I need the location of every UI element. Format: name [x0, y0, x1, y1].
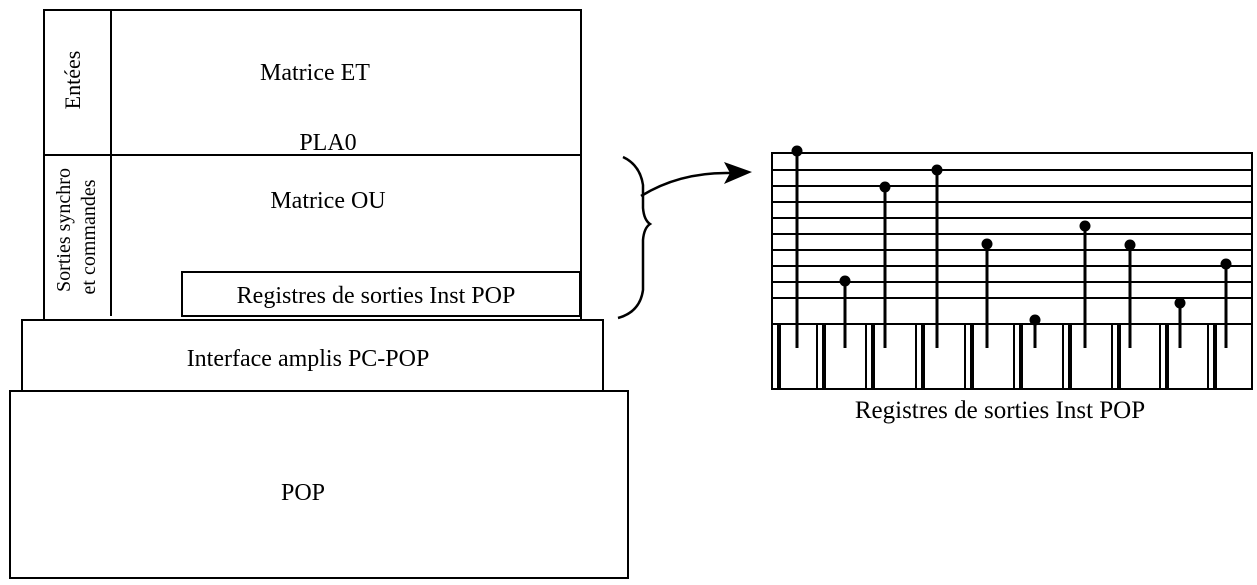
matrice-ou-label: Matrice OU	[270, 188, 385, 214]
matrice-et-label: Matrice ET	[260, 60, 370, 86]
or-matrix-detail: Registres de sorties Inst POP	[771, 145, 1253, 424]
interface-label: Interface amplis PC-POP	[187, 346, 430, 372]
curved-arrow	[640, 171, 731, 198]
pla-body-box	[43, 9, 582, 321]
connection-dot-8	[1124, 239, 1136, 251]
connection-dot-4	[931, 164, 943, 176]
entrees-label: Entées	[60, 51, 85, 110]
pop-box	[9, 390, 629, 579]
register-cells	[771, 323, 1253, 390]
pla-stack: Entées Sorties synchro et commandes Matr…	[9, 9, 629, 579]
pop-label: POP	[281, 480, 325, 506]
connection-dot-9	[1174, 297, 1186, 309]
connection-dot-5	[981, 238, 993, 250]
connection-dot-6	[1029, 314, 1041, 326]
sorties-label-line1: Sorties synchro	[53, 168, 75, 292]
sorties-label-line2: et commandes	[78, 179, 100, 294]
connection-dot-1	[791, 145, 803, 157]
arrow-head	[724, 162, 752, 184]
pla-label: PLA0	[299, 130, 356, 156]
detail-frame	[771, 152, 1253, 390]
connection-dot-7	[1079, 220, 1091, 232]
connection-drops	[791, 145, 1232, 348]
registres-label: Registres de sorties Inst POP	[237, 283, 516, 309]
registres-box	[181, 271, 581, 317]
connection-dot-3	[879, 181, 891, 193]
right-brace	[617, 155, 653, 320]
register-cell-10	[1207, 323, 1253, 390]
detail-caption: Registres de sorties Inst POP	[855, 397, 1145, 424]
connection-dot-10	[1220, 258, 1232, 270]
connection-dot-2	[839, 275, 851, 287]
